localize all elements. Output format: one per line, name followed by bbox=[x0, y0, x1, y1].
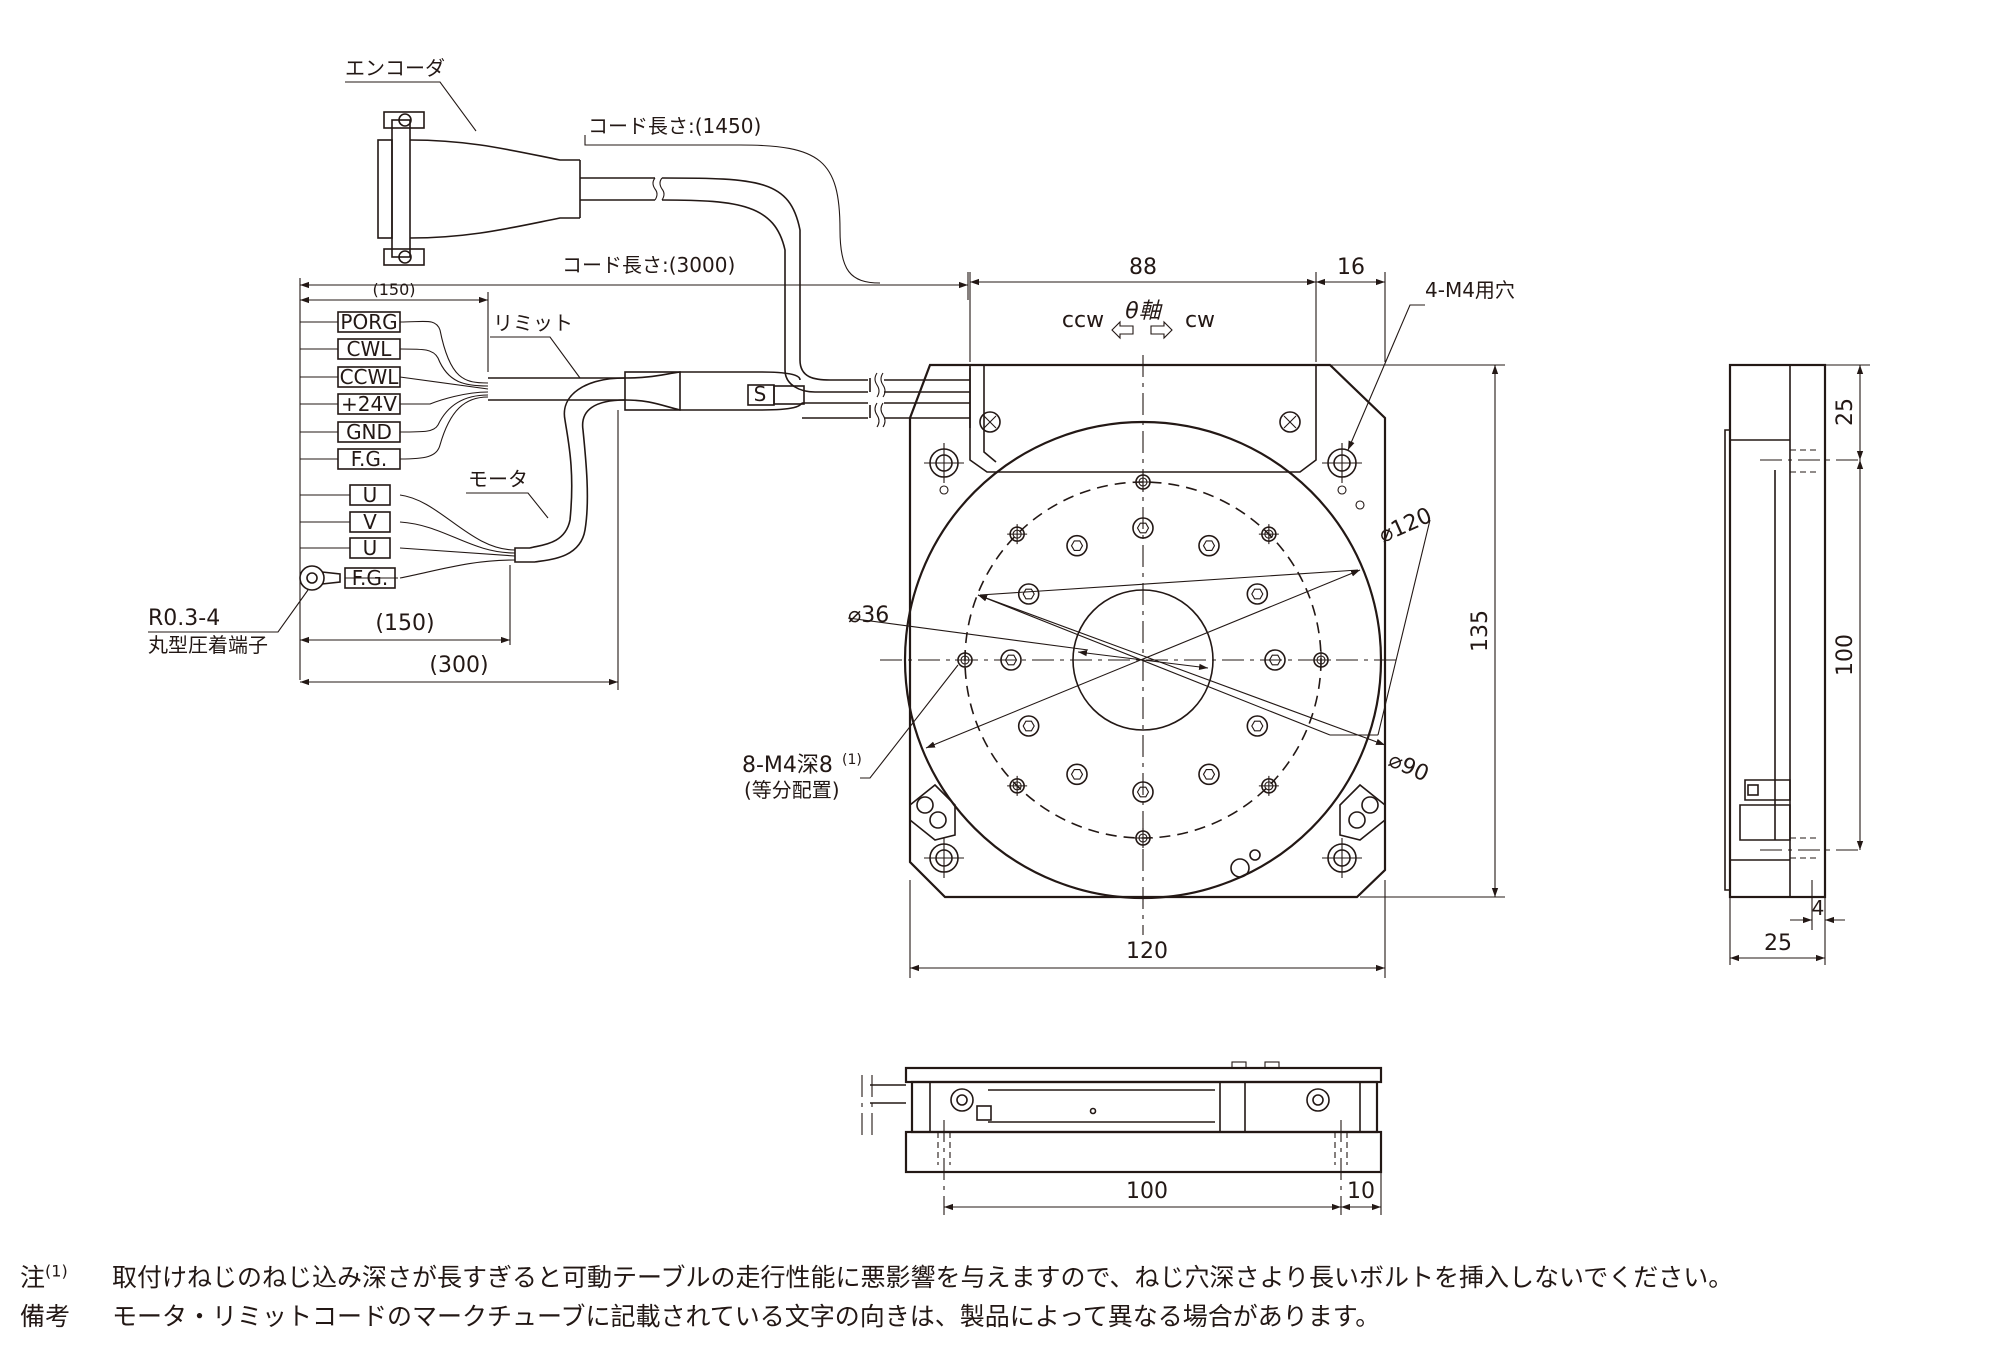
front-base bbox=[904, 1130, 1383, 1174]
tapped-hole bbox=[1258, 775, 1279, 796]
front-dim-10: 10 bbox=[1347, 1179, 1375, 1204]
dia-36-label: ⌀36 bbox=[848, 603, 889, 628]
wire-label-gnd: GND bbox=[346, 420, 392, 444]
wire-label-v: V bbox=[363, 510, 377, 534]
wire-label-fg-motor: F.G. bbox=[352, 566, 389, 590]
counterbore-hole bbox=[1246, 715, 1269, 737]
counterbore-hole bbox=[1132, 517, 1154, 539]
cw-arrow-icon bbox=[1150, 320, 1173, 340]
tapped-hole bbox=[955, 650, 975, 670]
cord-length-encoder: コード長さ:(1450) bbox=[588, 114, 761, 138]
counterbore-hole bbox=[1246, 583, 1269, 605]
limit-wire-labels: PORG CWL CCWL +24V GND F.G. bbox=[300, 310, 401, 471]
wire-label-cwl: CWL bbox=[347, 337, 393, 361]
terminal-size: R0.3-4 bbox=[148, 606, 220, 631]
rotation-axis: θ軸 bbox=[1125, 299, 1162, 324]
counterbore-hole bbox=[1198, 534, 1220, 557]
tapped-hole bbox=[1311, 650, 1331, 670]
cord-length-motor: コード長さ:(3000) bbox=[562, 253, 735, 277]
mounting-holes bbox=[924, 443, 1365, 878]
wire-label-u2: U bbox=[363, 536, 378, 560]
counterbore-hole bbox=[1017, 583, 1040, 605]
wire-label-fg-limit: F.G. bbox=[351, 447, 388, 471]
limit-cable bbox=[488, 371, 805, 563]
terminal-type: 丸型圧着端子 bbox=[148, 633, 268, 657]
top-dimensions: 88 16 120 135 bbox=[909, 255, 1505, 978]
remark-key: 備考 bbox=[20, 1302, 71, 1331]
note-1-key: 注 bbox=[20, 1263, 46, 1292]
dia-90-label: ⌀90 bbox=[1385, 748, 1433, 788]
tapped-note-ref: (1) bbox=[842, 752, 862, 768]
tapped-hole bbox=[1007, 775, 1028, 796]
dim-150: (150) bbox=[375, 611, 434, 636]
tapped-hole bbox=[1258, 524, 1279, 545]
dim-150-top: (150) bbox=[372, 280, 415, 299]
wire-label-ccwl: CCWL bbox=[340, 365, 400, 389]
tapped-layout-label: (等分配置) bbox=[744, 778, 840, 802]
side-dim-25-bottom: 25 bbox=[1764, 931, 1792, 956]
side-dim-100: 100 bbox=[1833, 634, 1858, 676]
encoder-label: エンコーダ bbox=[345, 56, 445, 80]
front-table bbox=[904, 1066, 1383, 1084]
dia-90-dimline bbox=[977, 594, 1386, 746]
limit-label: リミット bbox=[493, 311, 573, 335]
top-view: ⌀120 ⌀90 ⌀36 8-M4深8 (1) (等分配置) 4-M4用穴 cc… bbox=[742, 255, 1515, 978]
limit-wire-fan bbox=[399, 320, 489, 460]
bearing-blocks bbox=[909, 783, 1386, 878]
wire-label-24v: +24V bbox=[341, 392, 397, 416]
wire-label-u1: U bbox=[363, 483, 378, 507]
hole-callout: 4-M4用穴 bbox=[1425, 278, 1515, 302]
cable-assembly: PORG CWL CCWL +24V GND F.G. U V U F.G. エ… bbox=[148, 56, 971, 690]
tapped-hole bbox=[1133, 472, 1153, 492]
hole-callout-leader bbox=[1347, 304, 1425, 451]
rotation-cw: cw bbox=[1185, 308, 1215, 333]
motor-leader bbox=[466, 492, 549, 519]
base-plate bbox=[908, 363, 1387, 899]
remark: 備考 モータ・リミットコードのマークチューブに記載されている文字の向きは、製品によ… bbox=[20, 1297, 1380, 1333]
front-dim-100: 100 bbox=[1126, 1179, 1168, 1204]
tapped-leader bbox=[860, 664, 959, 779]
side-view: 25 100 4 25 bbox=[1724, 363, 1870, 965]
counterbore-hole bbox=[1198, 763, 1220, 786]
dim-135: 135 bbox=[1468, 610, 1493, 652]
tapped-holes-label: 8-M4深8 bbox=[742, 753, 833, 778]
counterbore-hole bbox=[1066, 763, 1088, 786]
limit-leader bbox=[490, 336, 581, 379]
encoder-leader bbox=[345, 81, 881, 284]
dim-88: 88 bbox=[1129, 255, 1157, 280]
dim-16: 16 bbox=[1337, 255, 1365, 280]
note-1: 注(1) 取付けねじのねじ込み深さが長すぎると可動テーブルの走行性能に悪影響を与え… bbox=[20, 1258, 1733, 1294]
remark-text: モータ・リミットコードのマークチューブに記載されている文字の向きは、製品によって… bbox=[112, 1302, 1381, 1331]
side-body bbox=[1728, 363, 1827, 899]
motor-label: モータ bbox=[468, 467, 528, 491]
side-dim-25-top: 25 bbox=[1833, 398, 1858, 426]
rotation-ccw: ccw bbox=[1062, 308, 1104, 333]
motor-cable bbox=[784, 359, 971, 428]
motor-wire-fan bbox=[299, 494, 535, 591]
s-mark: S bbox=[754, 382, 767, 406]
wire-label-porg: PORG bbox=[340, 310, 397, 334]
tapped-hole bbox=[1007, 524, 1028, 545]
encoder-connector bbox=[377, 111, 801, 370]
dim-300: (300) bbox=[429, 653, 488, 678]
tapped-hole bbox=[1133, 828, 1153, 848]
housing-screws bbox=[979, 411, 1301, 433]
motor-wire-labels: U V U F.G. bbox=[344, 483, 396, 590]
counterbore-hole bbox=[1132, 781, 1154, 803]
side-dim-4: 4 bbox=[1812, 896, 1825, 920]
counterbore-hole bbox=[1066, 534, 1088, 557]
front-view: 100 10 bbox=[861, 1061, 1383, 1215]
terminal-leader bbox=[148, 589, 309, 633]
cable-dimensions: (150) (150) (300) bbox=[299, 272, 969, 690]
note-1-ref: (1) bbox=[45, 1261, 68, 1281]
ccw-arrow-icon bbox=[1111, 320, 1134, 340]
note-1-text: 取付けねじのねじ込み深さが長すぎると可動テーブルの走行性能に悪影響を与えますので… bbox=[112, 1263, 1734, 1292]
dim-120: 120 bbox=[1126, 939, 1168, 964]
counterbore-hole bbox=[1017, 715, 1040, 737]
